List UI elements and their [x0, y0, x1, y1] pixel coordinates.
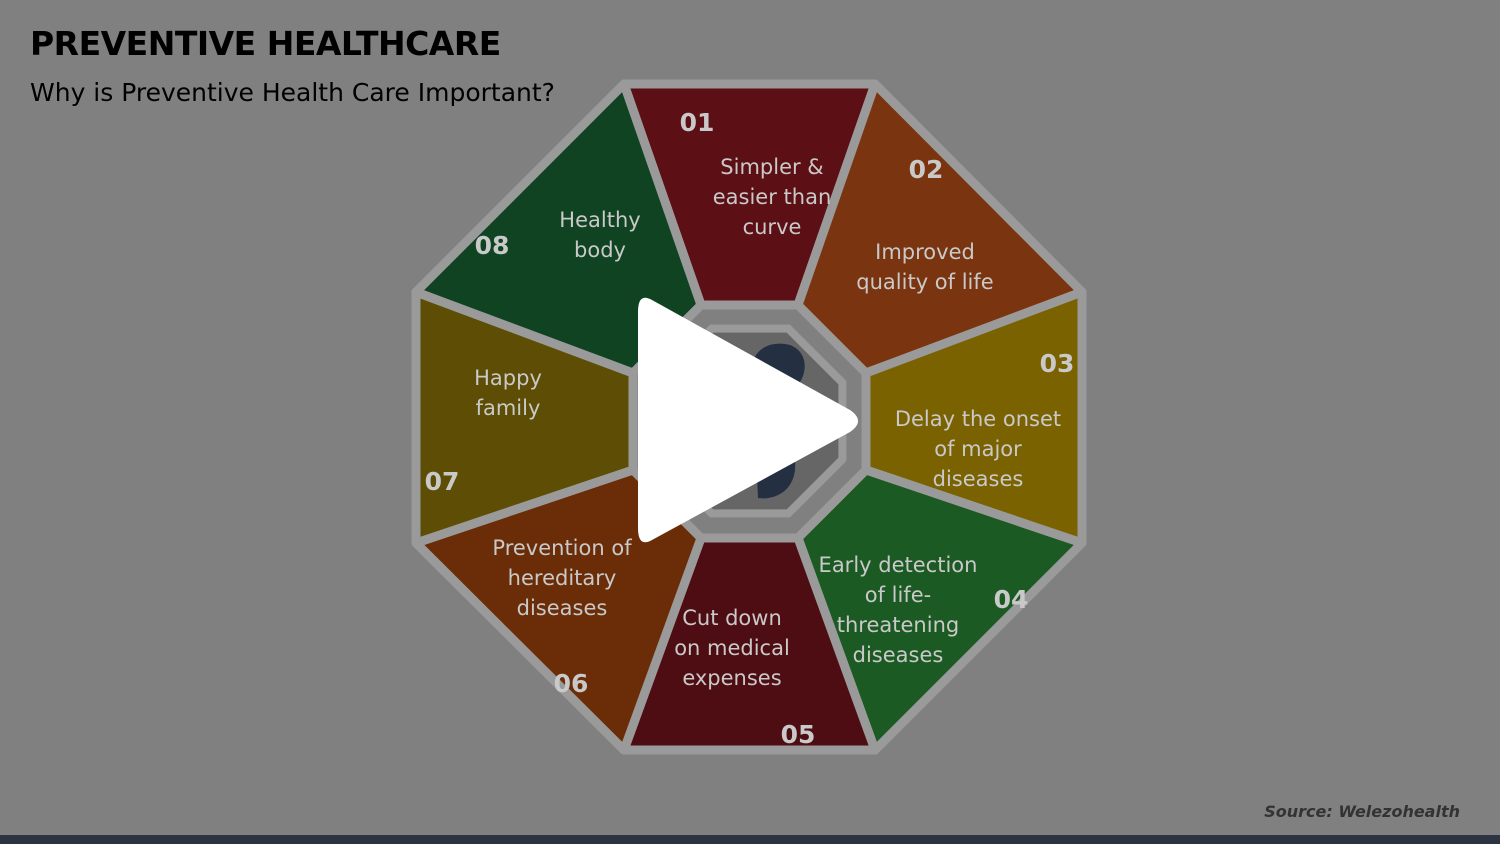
segment-label-line: body [574, 238, 626, 262]
segment-label-line: hereditary [508, 566, 617, 590]
play-button[interactable] [638, 297, 858, 543]
slide-title: PREVENTIVE HEALTHCARE [30, 24, 501, 63]
segment-number-07: 07 [425, 467, 460, 496]
segment-label-line: on medical [674, 636, 790, 660]
segment-label-line: expenses [682, 666, 781, 690]
segment-label-line: family [476, 396, 541, 420]
segment-number-05: 05 [781, 720, 816, 749]
segment-label-line: Delay the onset [895, 407, 1061, 431]
segment-label-line: quality of life [856, 270, 993, 294]
segment-number-01: 01 [680, 108, 715, 137]
segment-label-line: of life- [865, 583, 931, 607]
segment-number-08: 08 [475, 231, 510, 260]
segment-number-04: 04 [994, 585, 1029, 614]
segment-label-05: Cut down on medical expenses [674, 606, 790, 690]
segment-label-line: of major [934, 437, 1022, 461]
segment-label-08: Healthy body [559, 208, 640, 262]
segment-label-line: Cut down [682, 606, 782, 630]
segment-label-line: easier than [713, 185, 832, 209]
play-icon[interactable] [638, 297, 858, 543]
segment-label-line: Improved [875, 240, 975, 264]
slide-subtitle: Why is Preventive Health Care Important? [30, 78, 555, 107]
segment-label-01: Simpler & easier than curve [713, 155, 832, 239]
segment-label-line: diseases [933, 467, 1024, 491]
segment-label-02: Improved quality of life [856, 240, 993, 294]
segment-number-02: 02 [909, 155, 944, 184]
segment-label-line: diseases [853, 643, 944, 667]
segment-label-line: diseases [517, 596, 608, 620]
segment-label-line: threatening [837, 613, 959, 637]
segment-label-line: Simpler & [720, 155, 823, 179]
segment-label-line: Happy [474, 366, 542, 390]
segment-label-line: Early detection [819, 553, 978, 577]
segment-label-line: Prevention of [492, 536, 632, 560]
segment-number-03: 03 [1040, 349, 1075, 378]
source-citation: Source: Welezohealth [1264, 802, 1460, 821]
segment-label-line: Healthy [559, 208, 640, 232]
segment-number-06: 06 [554, 669, 589, 698]
segment-label-03: Delay the onset of major diseases [895, 407, 1061, 491]
segment-label-06: Prevention of hereditary diseases [492, 536, 632, 620]
bottom-bar [0, 835, 1500, 844]
segment-label-line: curve [743, 215, 802, 239]
segment-label-07: Happy family [474, 366, 542, 420]
segment-label-04: Early detection of life-threatening diseas… [819, 553, 978, 667]
segments-group [411, 79, 1087, 755]
